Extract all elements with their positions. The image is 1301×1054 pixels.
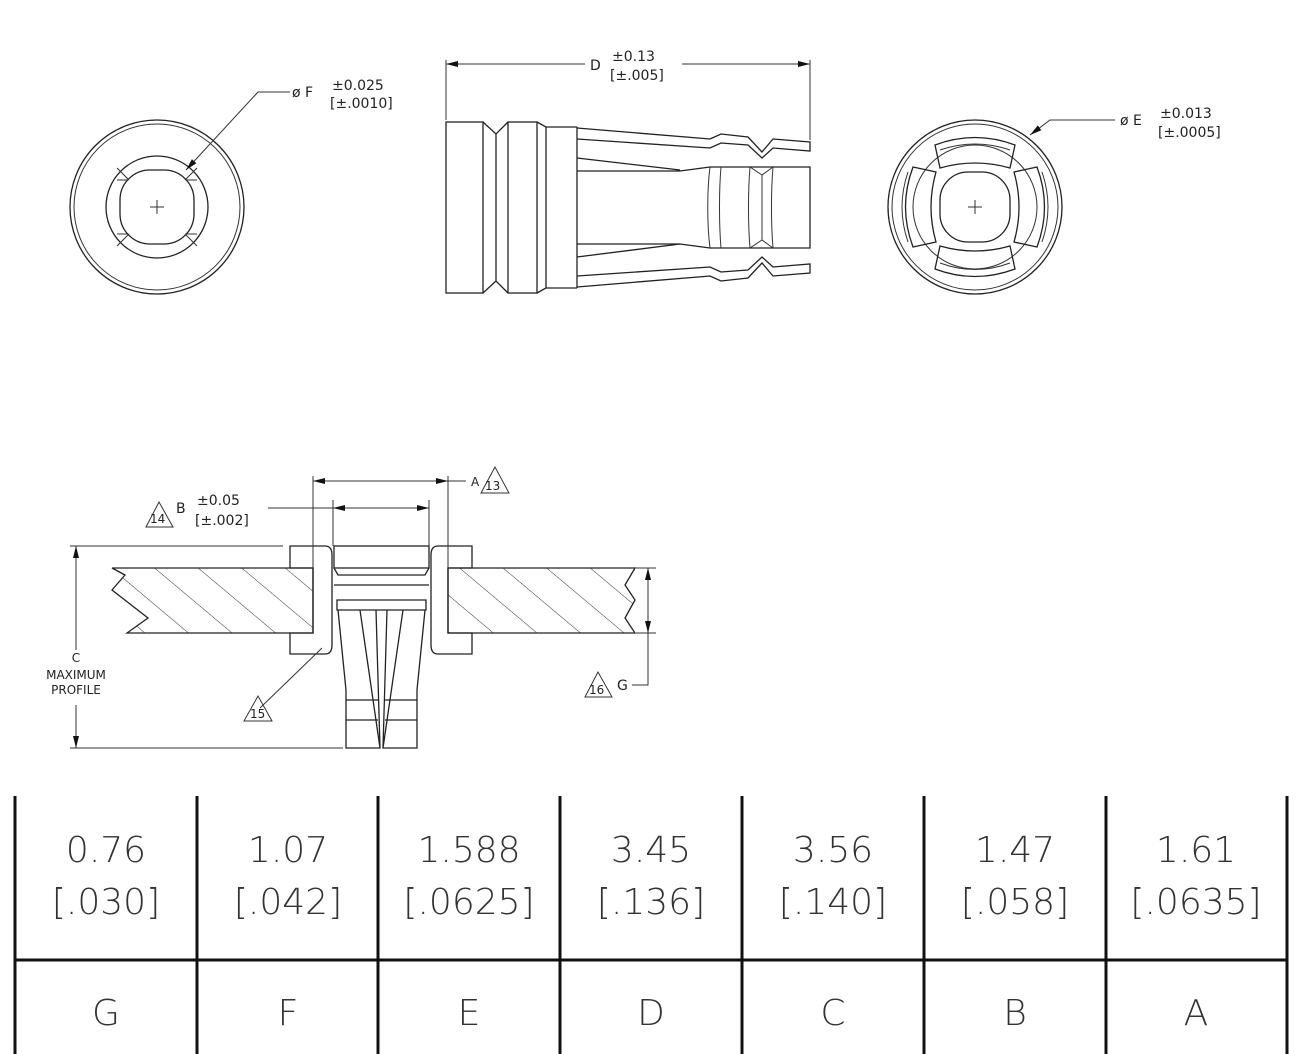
label-c: C — [820, 993, 845, 1034]
dim-f-label: ø F — [292, 85, 313, 101]
value-a-in: [.0635] — [1130, 882, 1261, 923]
label-a: A — [1184, 993, 1209, 1034]
value-f-in: [.042] — [234, 882, 342, 923]
value-c-in: [.140] — [779, 882, 887, 923]
dim-d-label: D — [590, 58, 601, 74]
dim-g-label: G — [617, 678, 628, 694]
label-d: D — [637, 993, 665, 1034]
label-g: G — [92, 993, 120, 1034]
value-f-mm: 1.07 — [248, 830, 328, 871]
table-row-labels: G F E D C B A — [92, 993, 1208, 1034]
end-view-right: ø E ±0.013 [±.0005] — [887, 106, 1221, 295]
side-view: D ±0.13 [±.005] — [445, 49, 811, 294]
dim-e-tol-mm: ±0.013 — [1160, 106, 1212, 122]
dim-f-tol-in: [±.0010] — [330, 96, 393, 112]
dim-c-line1: MAXIMUM — [46, 668, 106, 682]
table-row-values: 0.76 [.030] 1.07 [.042] 1.588 [.0625] 3.… — [52, 830, 1262, 923]
note-14: 14 — [150, 512, 165, 526]
dim-d-tol-mm: ±0.13 — [612, 49, 655, 65]
dim-f-tol-mm: ±0.025 — [332, 78, 384, 94]
value-d-in: [.136] — [597, 882, 705, 923]
end-view-left: ø F ±0.025 [±.0010] — [69, 78, 393, 295]
dim-b-label: B — [176, 501, 186, 517]
dim-c-label: C — [72, 651, 80, 665]
dim-e-label: ø E — [1120, 113, 1142, 129]
dimension-table: 0.76 [.030] 1.07 [.042] 1.588 [.0625] 3.… — [13, 796, 1289, 1054]
note-16: 16 — [589, 683, 604, 697]
dim-e-tol-in: [±.0005] — [1158, 125, 1221, 141]
value-b-mm: 1.47 — [975, 830, 1055, 871]
note-15: 15 — [250, 707, 265, 721]
value-d-mm: 3.45 — [611, 830, 691, 871]
value-b-in: [.058] — [961, 882, 1069, 923]
dim-c-line2: PROFILE — [51, 683, 101, 697]
label-f: F — [278, 993, 299, 1034]
value-e-mm: 1.588 — [417, 830, 520, 871]
dim-a-label: A — [471, 475, 480, 489]
label-b: B — [1003, 993, 1027, 1034]
value-c-mm: 3.56 — [793, 830, 873, 871]
note-13: 13 — [485, 479, 500, 493]
value-e-in: [.0625] — [403, 882, 534, 923]
dim-b-tol-in: [±.002] — [195, 513, 249, 529]
value-g-in: [.030] — [52, 882, 160, 923]
dim-b-tol-mm: ±0.05 — [197, 493, 240, 509]
dim-d-tol-in: [±.005] — [610, 68, 664, 84]
value-a-mm: 1.61 — [1156, 830, 1236, 871]
section-view: A 13 14 B ±0.05 [±.002] C MAXIMUM PROFIL… — [46, 465, 656, 749]
label-e: E — [458, 993, 481, 1034]
value-g-mm: 0.76 — [66, 830, 146, 871]
